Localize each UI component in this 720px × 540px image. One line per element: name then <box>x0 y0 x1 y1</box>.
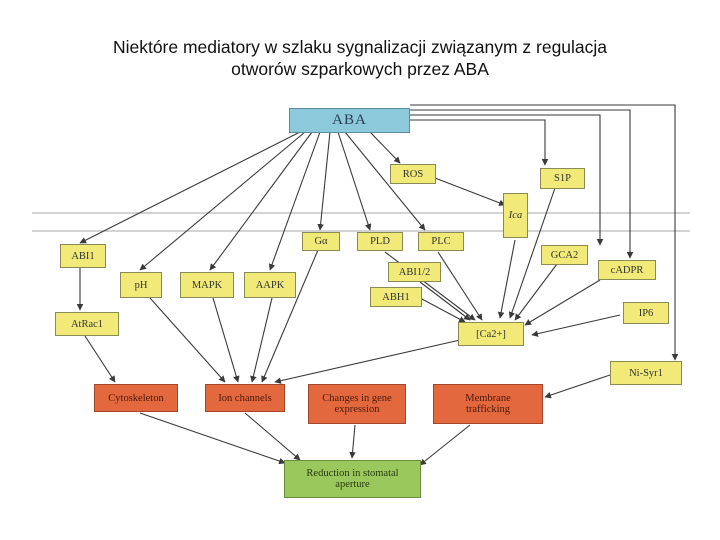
arrow-membrane-reduction <box>419 424 471 466</box>
arrow-aba-aapk <box>268 131 321 271</box>
arrow-aba-cadpr <box>410 109 634 259</box>
node-cadpr: cADPR <box>598 260 656 280</box>
arrow-aapk-ion <box>250 297 273 383</box>
arrow-abh1-ca <box>419 297 466 323</box>
arrow-gene-reduction <box>349 424 356 459</box>
arrow-s1p-ca <box>508 187 556 319</box>
arrow-ca-ion <box>274 339 461 384</box>
gene-expression-line-1: Changes in gene <box>322 393 392 404</box>
node-pld: PLD <box>357 232 403 251</box>
arrow-plc-ca <box>437 251 483 321</box>
arrow-ip6-ca <box>531 314 621 337</box>
node-atrac1: AtRac1 <box>55 312 119 336</box>
arrow-ga-ion <box>261 249 319 383</box>
arrow-ica-ca <box>497 239 516 319</box>
arrow-aba-plc <box>344 131 426 231</box>
node-mapk: MAPK <box>180 272 234 298</box>
arrow-aba-s1p <box>410 119 549 166</box>
arrow-aba-pld <box>337 131 372 231</box>
node-plc: PLC <box>418 232 464 251</box>
arrow-ros-ica <box>434 177 506 206</box>
node-nisyr1: Ni-Syr1 <box>610 361 682 385</box>
reduction-line-1: Reduction in stomatal <box>306 468 399 479</box>
title-line-1: Niektóre mediatory w szlaku sygnalizacji… <box>112 37 608 57</box>
arrow-aba-mapk <box>209 131 313 271</box>
arrow-ion-reduction <box>244 412 301 461</box>
arrow-gca2-ca <box>514 259 561 321</box>
arrow-abi12-ca <box>419 281 471 321</box>
node-membrane-trafficking: Membrane trafficking <box>433 384 543 424</box>
arrow-aba-nisyr1 <box>410 104 679 361</box>
node-reduction-stomatal-aperture: Reduction in stomatal aperture <box>284 460 421 498</box>
node-abi12: ABI1/2 <box>388 262 441 282</box>
node-abi1: ABI1 <box>60 244 106 268</box>
node-abh1: ABH1 <box>370 287 422 307</box>
membrane-line-1: Membrane <box>465 393 511 404</box>
arrow-mapk-ion <box>212 297 240 383</box>
arrow-aba-gca2 <box>410 114 604 246</box>
arrow-cyto-reduction <box>139 412 286 465</box>
arrow-cadpr-ca <box>524 279 601 326</box>
node-ica: Ica <box>503 193 528 238</box>
arrow-ph-ion <box>149 297 226 383</box>
node-ros: ROS <box>390 164 436 184</box>
arrow-aba-abi1 <box>79 131 301 244</box>
arrow-atrac1-cyto <box>84 335 116 383</box>
slide-title: Niektóre mediatory w szlaku sygnalizacji… <box>0 36 720 80</box>
node-s1p: S1P <box>540 168 585 189</box>
gene-expression-line-2: expression <box>334 404 380 415</box>
arrow-nisyr1-membrane <box>544 374 611 399</box>
node-cytoskeleton: Cytoskeleton <box>94 384 178 412</box>
node-ca: [Ca2+] <box>458 322 524 346</box>
title-line-2: otworów szparkowych przez ABA <box>231 59 489 79</box>
arrow-aba-ros <box>369 131 401 164</box>
node-gene-expression: Changes in gene expression <box>308 384 406 424</box>
reduction-line-2: aperture <box>335 479 370 490</box>
node-ip6: IP6 <box>623 302 669 324</box>
arrow-aba-ph <box>139 131 306 271</box>
arrow-aba-ga <box>317 131 331 231</box>
membrane-lines <box>32 212 690 232</box>
node-ion-channels: Ion channels <box>205 384 285 412</box>
membrane-line-2: trafficking <box>465 404 511 415</box>
node-ga: Gα <box>302 232 340 251</box>
node-aapk: AAPK <box>244 272 296 298</box>
node-aba: ABA <box>289 108 410 133</box>
node-gca2: GCA2 <box>541 245 588 265</box>
node-ph: pH <box>120 272 162 298</box>
